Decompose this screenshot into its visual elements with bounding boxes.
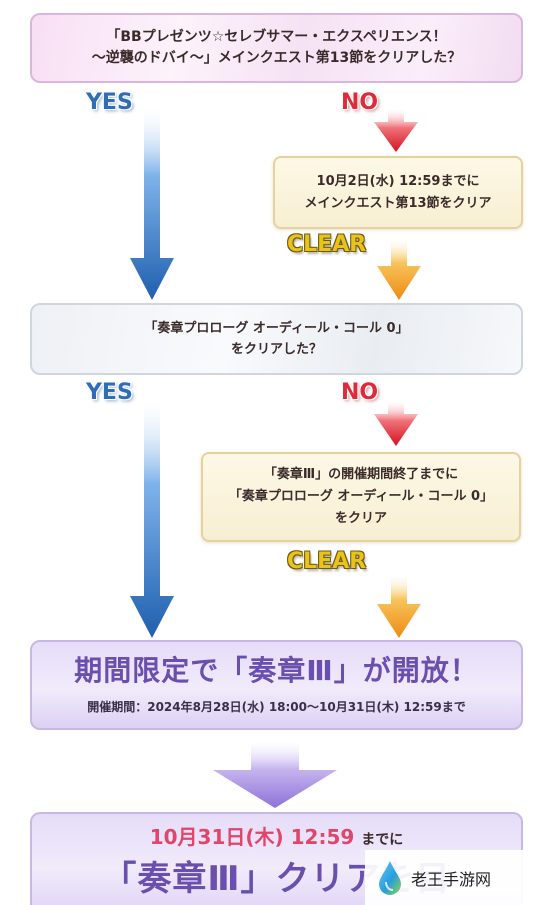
- clear-label-2: CLEAR: [287, 549, 367, 574]
- yes-label-2: YES: [86, 380, 133, 405]
- question-1-line-2: ～逆襲のドバイ～」メインクエスト第13節をクリアした？: [91, 50, 462, 66]
- condition-2-line-2: 「奏章プロローグ オーディール・コール 0」: [228, 489, 494, 504]
- question-box-2: 「奏章プロローグ オーディール・コール 0」 をクリアした？: [30, 303, 523, 375]
- goal-deadline-line: 10月31日(木) 12:59 までに: [150, 822, 404, 855]
- no-arrow-2: [374, 400, 418, 446]
- watermark-text: 老王手游网: [411, 869, 492, 889]
- clear-label-1: CLEAR: [287, 232, 367, 257]
- yes-arrow-1: [130, 108, 174, 300]
- clear-arrow-2: [377, 574, 421, 638]
- event-period: 開催期間：2024年8月28日(水) 18:00～10月31日(木) 12:59…: [87, 700, 466, 714]
- goal-deadline-suffix: までに: [361, 832, 404, 848]
- yes-label-1: YES: [86, 90, 133, 115]
- condition-1-line-1: 10月2日(水) 12:59までに: [316, 173, 480, 189]
- question-2-line-2: をクリアした？: [230, 342, 322, 357]
- question-1-line-1: 「BBプレゼンツ☆セレブサマー・エクスペリエンス！: [106, 29, 447, 45]
- goal-deadline: 10月31日(木) 12:59: [149, 825, 355, 849]
- water-drop-logo-icon: [379, 860, 401, 895]
- question-2-line-1: 「奏章プロローグ オーディール・コール 0」: [144, 321, 409, 336]
- next-step-arrow: [213, 742, 337, 808]
- condition-1-line-2: メインクエスト第13節をクリア: [304, 195, 492, 211]
- condition-box-1: 10月2日(水) 12:59までに メインクエスト第13節をクリア: [273, 156, 523, 229]
- condition-box-2: 「奏章Ⅲ」の開催期間終了までに 「奏章プロローグ オーディール・コール 0」 を…: [201, 452, 521, 542]
- no-arrow-1: [374, 108, 418, 152]
- unlock-box: 期間限定で「奏章Ⅲ」が開放！ 開催期間：2024年8月28日(水) 18:00～…: [30, 640, 523, 730]
- unlock-headline: 期間限定で「奏章Ⅲ」が開放！: [74, 654, 479, 687]
- condition-2-line-1: 「奏章Ⅲ」の開催期間終了までに: [263, 467, 459, 482]
- no-label-1: NO: [341, 90, 379, 115]
- condition-2-line-3: をクリア: [334, 511, 387, 526]
- no-label-2: NO: [341, 380, 379, 405]
- question-box-1: 「BBプレゼンツ☆セレブサマー・エクスペリエンス！ ～逆襲のドバイ～」メインクエ…: [30, 13, 523, 83]
- yes-arrow-2: [130, 400, 174, 638]
- clear-arrow-1: [377, 238, 421, 300]
- watermark: 老王手游网: [365, 850, 553, 905]
